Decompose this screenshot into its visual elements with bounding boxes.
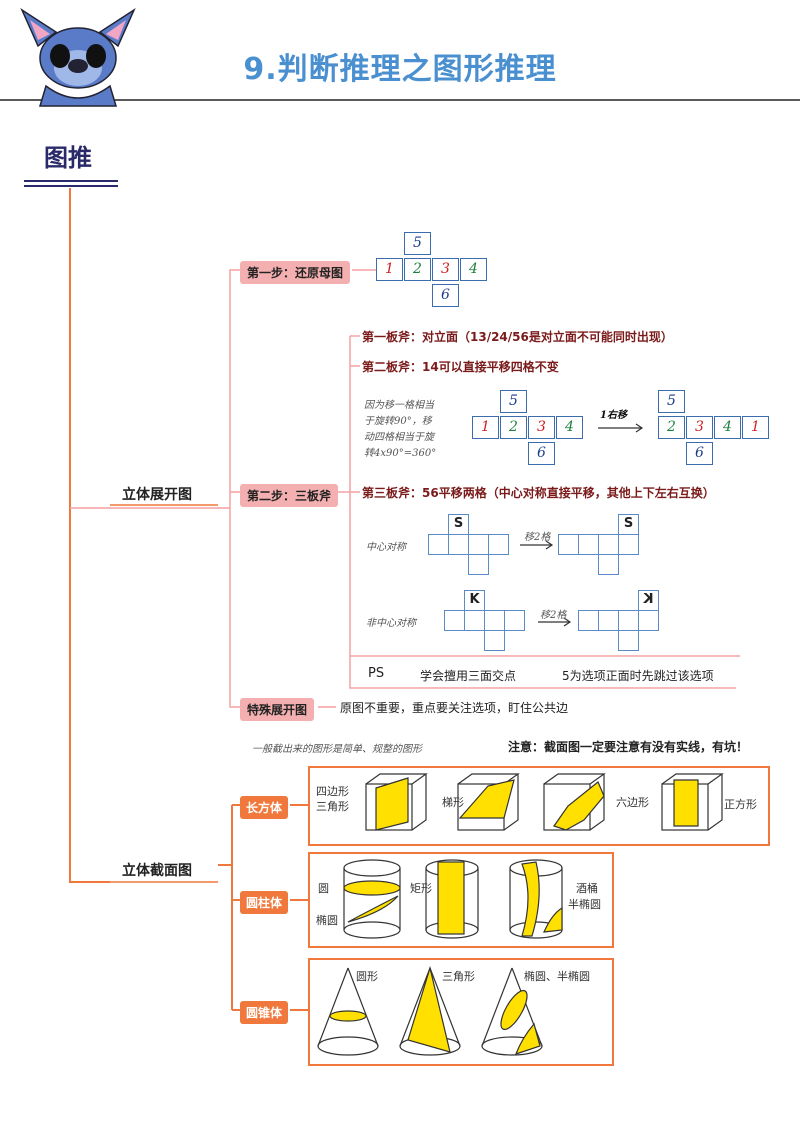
axe2-text: 第二板斧：14可以直接平移四格不变 (362, 360, 559, 374)
net-letter-cell: K (464, 590, 485, 611)
net-cell (484, 610, 505, 631)
noncenter-sym-label: 非中心对称 (366, 618, 416, 629)
cone-sections (317, 965, 543, 1056)
cylinder-label: 圆柱体 (240, 891, 289, 914)
axe2-explanation: 因为移一格相当 于旋转90°，移 动四格相当于旋 转4x90°=360° (364, 398, 436, 462)
net-cell: 4 (714, 416, 741, 439)
net-cell (618, 630, 639, 651)
net-cell: 6 (686, 442, 713, 465)
shape-label: 椭圆 (316, 914, 338, 927)
cone-panel (308, 958, 614, 1066)
note-line: 因为移一格相当 (364, 400, 434, 411)
net-cell (484, 630, 505, 651)
net-cell (468, 534, 489, 555)
net-cell (598, 610, 619, 631)
net-cell: 5 (404, 232, 431, 255)
net-cell: 5 (658, 390, 685, 413)
cylinder-panel (308, 852, 614, 948)
net-cell: 3 (432, 258, 459, 281)
net-cell: 4 (460, 258, 487, 281)
net-cell: 2 (658, 416, 685, 439)
net-letter-cell: K (638, 590, 659, 611)
net-cell (488, 534, 509, 555)
shape-label: 四边形 (316, 785, 349, 798)
ps-tip-1: 学会擅用三面交点 (420, 669, 517, 683)
cuboid-sections (365, 773, 724, 831)
net-cell (428, 534, 449, 555)
note-line: 于旋转90°，移 (364, 416, 432, 427)
shape-label: 梯形 (442, 796, 464, 809)
shape-label: 正方形 (724, 798, 757, 811)
note-line: 动四格相当于旋 (364, 432, 434, 443)
net-cell (598, 534, 619, 555)
net-cell: 1 (376, 258, 403, 281)
net-cell: 2 (500, 416, 527, 439)
net-cell: 6 (528, 442, 555, 465)
step2-label: 第二步：三板斧 (240, 484, 339, 507)
node-section-cut: 立体截面图 (122, 863, 192, 879)
section-heading: 图推 (44, 144, 92, 172)
shape-label: 三角形 (316, 800, 349, 813)
net-cell (578, 610, 599, 631)
stitch-mascot-icon (20, 8, 136, 107)
center-move-label: 移2格 (524, 532, 551, 543)
shape-label: 圆 (318, 882, 329, 895)
shape-label: 圆形 (356, 970, 378, 983)
net-cell: 4 (556, 416, 583, 439)
node-unfold: 立体展开图 (122, 487, 192, 503)
shape-label: 酒桶 (576, 882, 598, 895)
special-desc: 原图不重要，重点要关注选项，盯住公共边 (340, 701, 569, 715)
note-line: 转4x90°=360° (364, 448, 437, 459)
shape-label: 椭圆、半椭圆 (524, 970, 590, 983)
special-label: 特殊展开图 (240, 698, 315, 721)
net-cell (464, 610, 485, 631)
cylinder-sections (343, 859, 563, 939)
section-intro: 一般截出来的图形是简单、规整的图形 (252, 744, 422, 755)
net-cell (618, 610, 639, 631)
ps-tip-2: 5为选项正面时先跳过该选项 (562, 669, 714, 683)
net-cell (444, 610, 465, 631)
net-cell: 3 (528, 416, 555, 439)
net-cell (504, 610, 525, 631)
net-cell (448, 534, 469, 555)
section-warning: 注意：截面图一定要注意有没有实线，有坑！ (508, 740, 749, 754)
shape-label: 六边形 (616, 796, 649, 809)
net-cell (558, 534, 579, 555)
net-cell: 5 (500, 390, 527, 413)
ps-label: PS (368, 666, 385, 681)
net-letter-cell: S (618, 514, 639, 535)
net-cell: 2 (404, 258, 431, 281)
cuboid-label: 长方体 (240, 796, 289, 819)
shape-label: 半椭圆 (568, 898, 601, 911)
noncenter-move-label: 移2格 (540, 610, 567, 621)
net-cell: 1 (472, 416, 499, 439)
axe1-text: 第一板斧：对立面（13/24/56是对立面不可能同时出现） (362, 330, 673, 344)
page-title: 9.判断推理之图形推理 (243, 52, 557, 87)
axe3-text: 第三板斧：56平移两格（中心对称直接平移，其他上下左右互换） (362, 486, 715, 500)
cuboid-shape-group: 四边形 三角形 (316, 784, 349, 814)
shape-label: 矩形 (410, 882, 432, 895)
net-cell: 3 (686, 416, 713, 439)
center-sym-label: 中心对称 (366, 542, 406, 553)
move-label: 1右移 (600, 410, 627, 421)
net-cell: 1 (742, 416, 769, 439)
net-cell (598, 554, 619, 575)
step1-label: 第一步：还原母图 (240, 261, 351, 284)
net-letter-cell: S (448, 514, 469, 535)
shape-label: 三角形 (442, 970, 475, 983)
cone-label: 圆锥体 (240, 1001, 289, 1024)
cuboid-panel (308, 766, 770, 846)
net-cell (618, 534, 639, 555)
net-cell (578, 534, 599, 555)
net-cell (638, 610, 659, 631)
net-cell (468, 554, 489, 575)
net-cell: 6 (432, 284, 459, 307)
